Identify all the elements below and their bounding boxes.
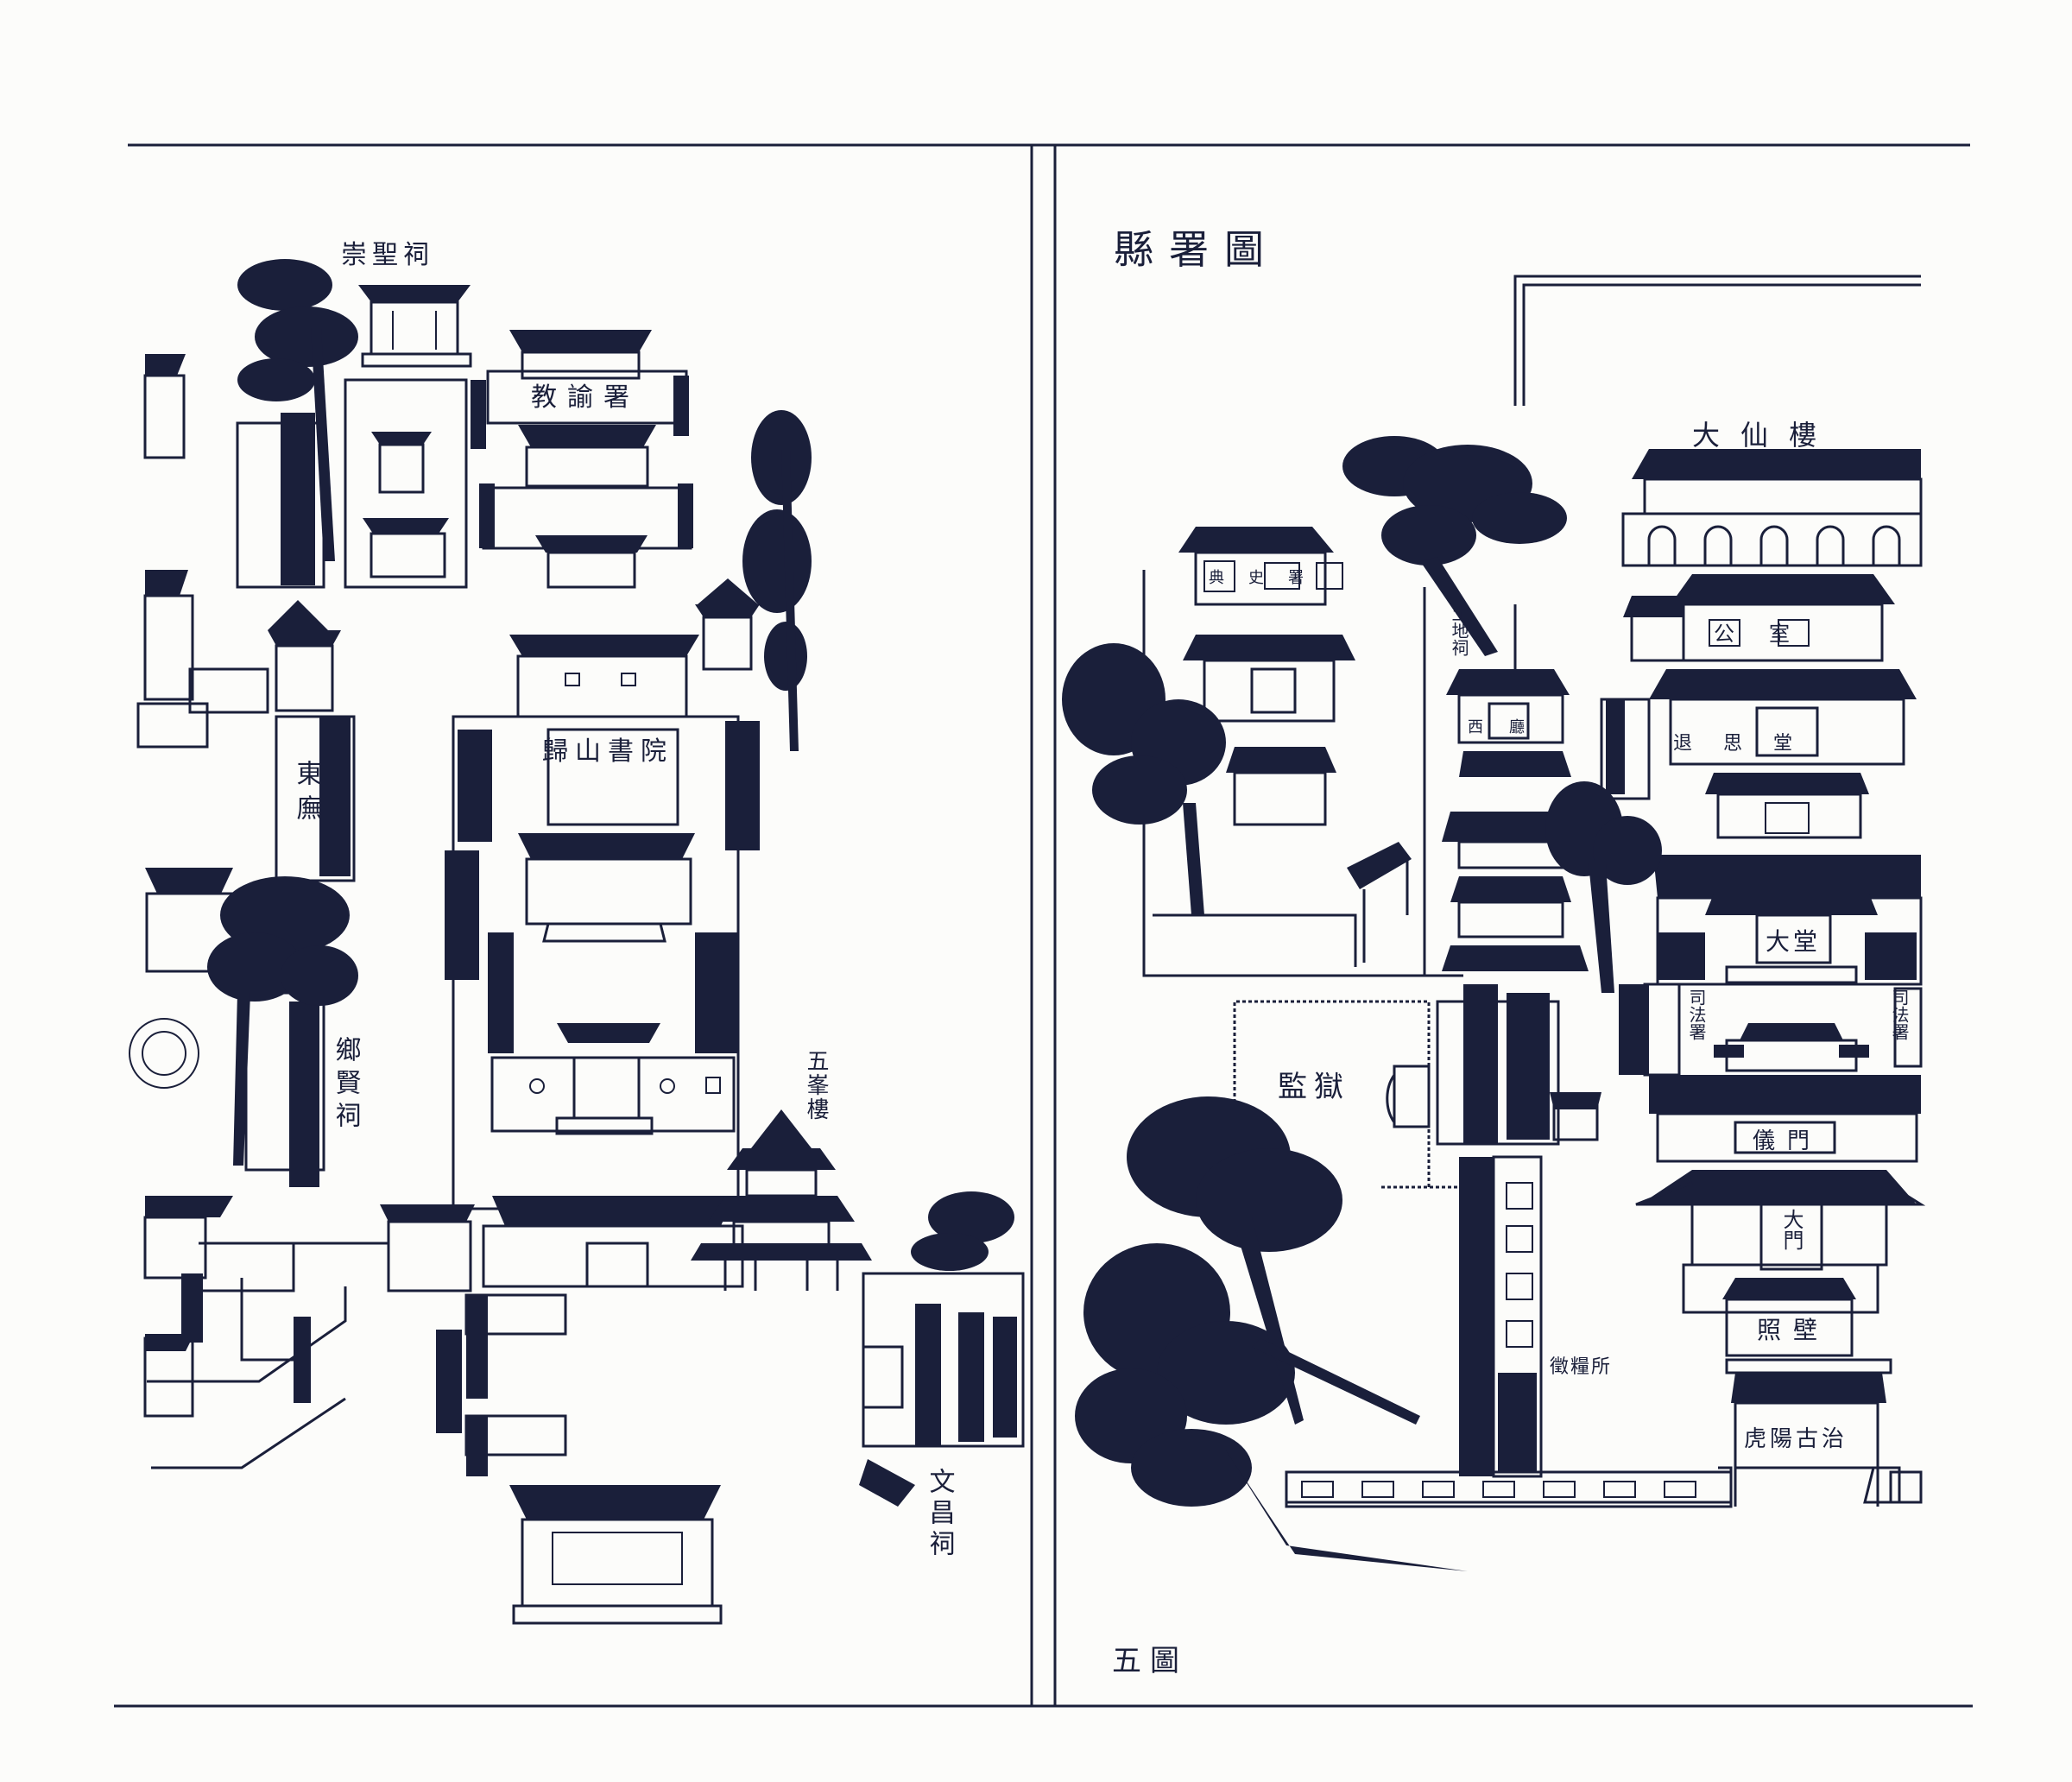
label-jiaoyushu: 教諭署	[531, 382, 640, 413]
tudi-gate	[1705, 773, 1869, 839]
east-corridor-roof	[281, 413, 315, 585]
pagoda-pavilions	[268, 578, 760, 712]
label-wuxinglou: 五峯樓	[803, 1049, 829, 1122]
houtang-hall	[1600, 669, 1917, 800]
xiangxian-shrine	[129, 868, 325, 1187]
tree-upper-center	[1342, 436, 1567, 656]
dongwu-hall	[136, 667, 356, 882]
sifa-offices	[1619, 983, 1923, 1077]
jiaoyu-office	[471, 330, 693, 589]
label-tudi: 土地祠	[1449, 604, 1469, 656]
label-dongwu: 東廡	[292, 760, 323, 829]
label-gongshi: 公室	[1714, 622, 1824, 646]
academy-east-corridor	[695, 721, 760, 1053]
label-yimen: 儀門	[1753, 1128, 1822, 1154]
label-left-house: 典史署	[1209, 569, 1328, 587]
label-daxianlou: 大仙樓	[1692, 419, 1837, 452]
labels: 縣署圖 五圖 大仙樓 監獄 儀門 大門 照壁 虎陽古治 徵糧所 大堂 退思堂 公…	[292, 226, 1911, 1678]
zhaobi-wall	[1722, 1278, 1856, 1357]
datang-hall	[1653, 855, 1923, 986]
tree-center-small	[1545, 781, 1662, 993]
daxian-tower	[1621, 449, 1923, 567]
label-academy: 歸山書院	[542, 736, 673, 767]
academy-west-corridor	[445, 730, 514, 1053]
damen-gate	[1635, 1170, 1926, 1314]
page-marker: 五圖	[1112, 1644, 1188, 1678]
academy-compound	[445, 635, 760, 1288]
yimen-gate	[1649, 1023, 1921, 1163]
memorial-arch	[1725, 1358, 1892, 1507]
label-zhaobi: 照壁	[1757, 1316, 1829, 1344]
label-sifa-left: 司法署	[1686, 989, 1707, 1040]
label-datang: 大堂	[1766, 927, 1821, 956]
wenchang-shrine	[859, 1272, 1025, 1507]
tree-large-south	[1075, 1096, 1468, 1571]
wuxing-tower	[691, 1109, 872, 1291]
prison	[1233, 984, 1601, 1189]
page-frame	[114, 143, 1973, 1708]
label-center-house: 西廳	[1468, 718, 1551, 736]
grain-office	[1459, 1155, 1543, 1478]
map-title: 縣署圖	[1114, 226, 1279, 273]
tree-west-middle	[207, 876, 358, 1166]
left-panel	[129, 259, 1025, 1625]
tudi-shrine	[1347, 842, 1412, 963]
label-chongsheng: 崇聖祠	[341, 240, 434, 270]
outer-wall	[1513, 275, 1921, 406]
label-jianyu: 監獄	[1278, 1070, 1350, 1104]
tree-east	[742, 410, 812, 751]
label-wenchang: 文昌祠	[925, 1468, 955, 1561]
label-houtang: 退思堂	[1673, 733, 1823, 755]
label-xiangxian: 鄉賢祠	[331, 1036, 361, 1134]
label-zhengfasuo: 徵糧所	[1550, 1356, 1612, 1378]
left-trees	[207, 259, 1014, 1271]
right-panel	[1062, 275, 1926, 1571]
tree-northwest	[237, 259, 358, 561]
lower-walls	[147, 1204, 475, 1469]
gongshi-hall	[1623, 574, 1895, 662]
tree-southeast	[911, 1191, 1014, 1271]
south-courtyard	[436, 1293, 723, 1625]
right-trees	[1062, 436, 1662, 1571]
dianshi-office	[1142, 527, 1463, 977]
label-sifa-right: 司法署	[1889, 989, 1910, 1040]
label-gate-plaque: 虎陽古治	[1744, 1426, 1848, 1452]
chongsheng-shrine	[236, 285, 472, 589]
tree-left-round	[1062, 643, 1226, 915]
label-damen: 大門	[1779, 1209, 1804, 1250]
south-screen-wall	[1285, 1466, 1923, 1508]
